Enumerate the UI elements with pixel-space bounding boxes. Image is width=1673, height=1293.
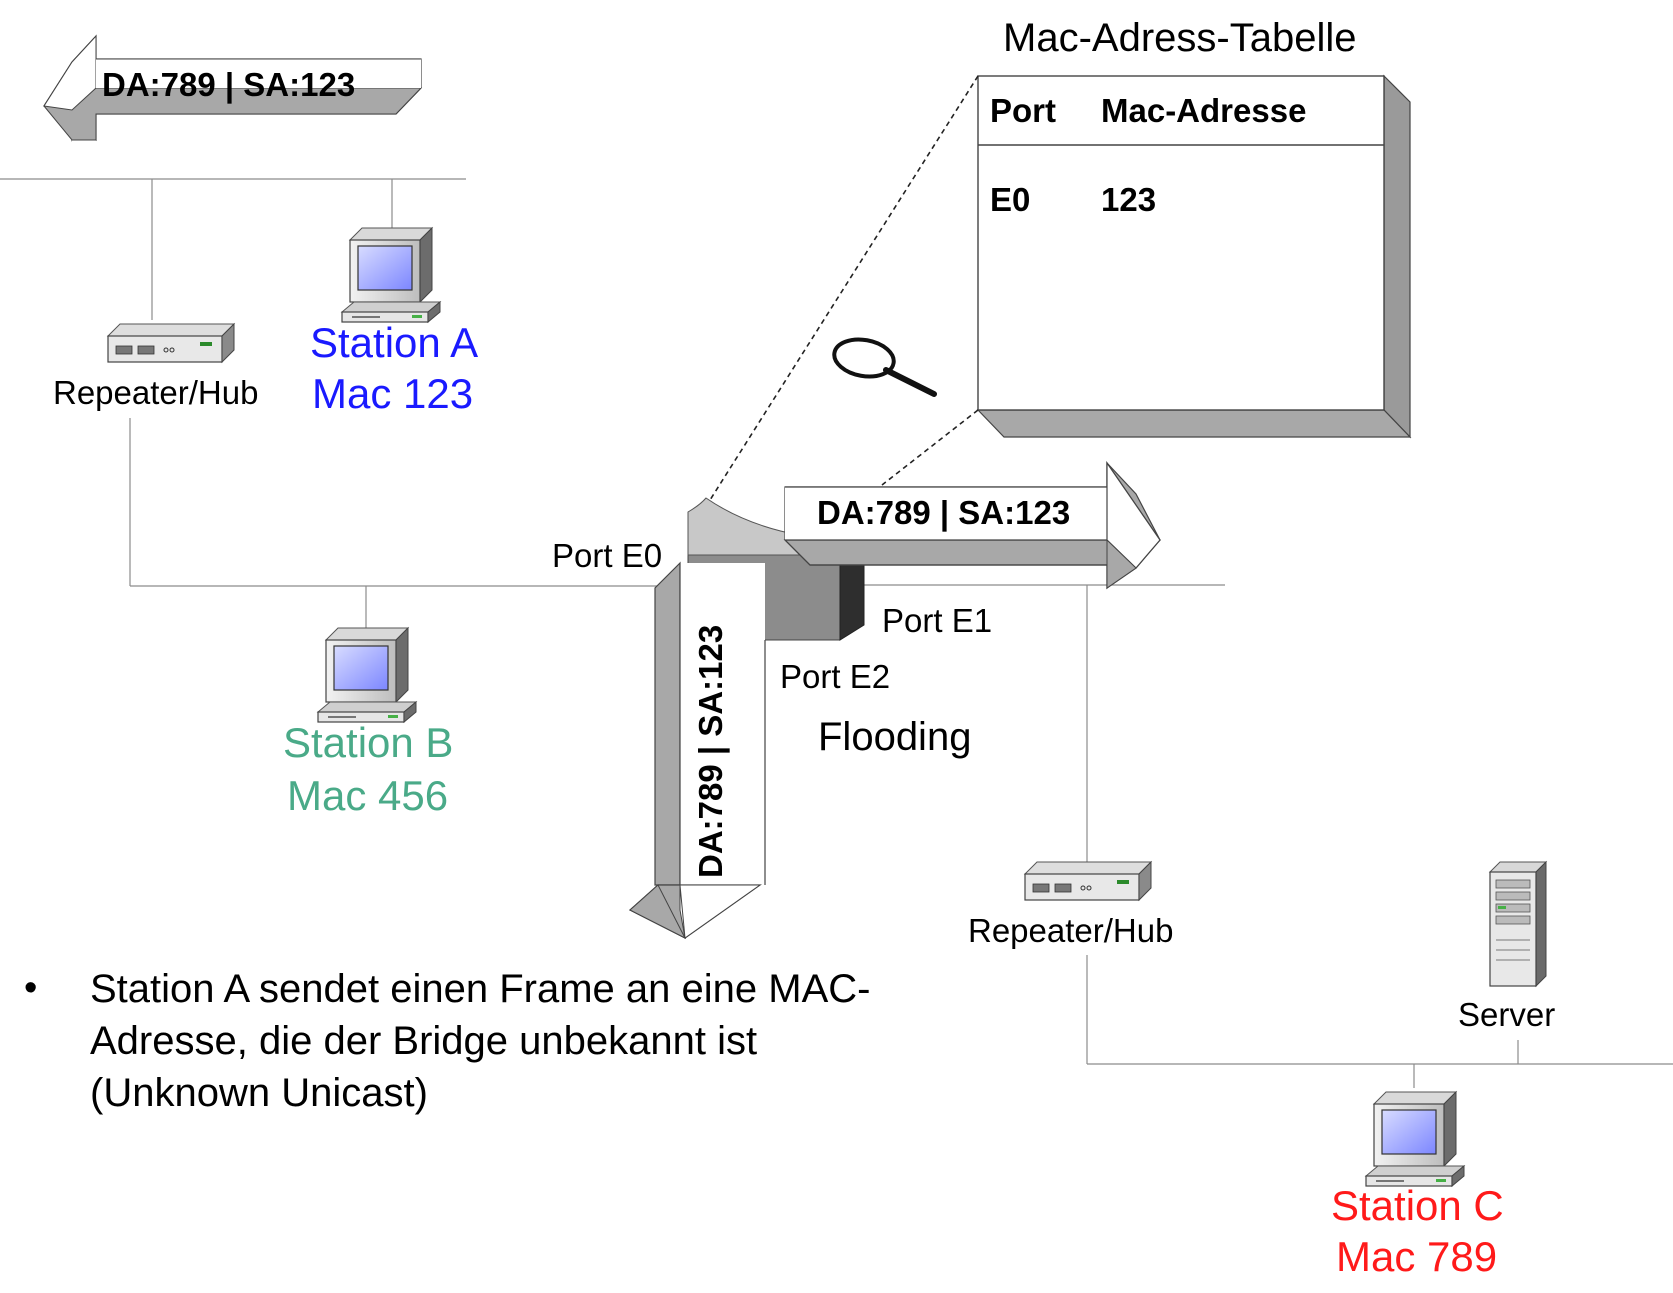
station-b-name: Station B bbox=[283, 719, 453, 766]
frame-arrow-down: DA:789 | SA:123 bbox=[628, 561, 766, 940]
port-e0-label: Port E0 bbox=[552, 537, 662, 574]
table-header-mac: Mac-Adresse bbox=[1101, 92, 1306, 129]
frame-arrow-right: DA:789 | SA:123 bbox=[783, 461, 1161, 590]
hub-bottom-icon bbox=[1024, 861, 1152, 901]
server-icon bbox=[1488, 860, 1548, 988]
network-lines bbox=[0, 178, 1673, 1088]
bullet-line-3: (Unknown Unicast) bbox=[90, 1071, 428, 1115]
flooding-label: Flooding bbox=[818, 715, 971, 759]
hub-top-icon bbox=[107, 323, 235, 363]
frame-label-right: DA:789 | SA:123 bbox=[817, 494, 1070, 531]
station-c-mac: Mac 789 bbox=[1336, 1233, 1497, 1280]
station-a-pc-icon bbox=[341, 227, 441, 323]
station-a-name: Station A bbox=[310, 319, 478, 366]
frame-label-down: DA:789 | SA:123 bbox=[692, 625, 729, 878]
station-c-pc-icon bbox=[1365, 1091, 1465, 1187]
hub-bottom-label: Repeater/Hub bbox=[968, 912, 1173, 949]
hub-top-label: Repeater/Hub bbox=[53, 374, 258, 411]
magnifier-icon bbox=[832, 337, 937, 397]
table-row-mac: 123 bbox=[1101, 181, 1156, 218]
port-e1-label: Port E1 bbox=[882, 602, 992, 639]
station-b-pc-icon bbox=[317, 627, 417, 723]
bullet-point: • Station A sendet einen Frame an eine M… bbox=[24, 967, 870, 1115]
station-a-mac: Mac 123 bbox=[312, 370, 473, 417]
station-c-name: Station C bbox=[1331, 1182, 1504, 1229]
bullet-line-1: Station A sendet einen Frame an eine MAC… bbox=[90, 967, 870, 1011]
port-e2-label: Port E2 bbox=[780, 658, 890, 695]
bullet-line-2: Adresse, die der Bridge unbekannt ist bbox=[90, 1019, 757, 1063]
zoom-lines bbox=[709, 75, 979, 501]
frame-label-top: DA:789 | SA:123 bbox=[102, 66, 355, 103]
table-header-port: Port bbox=[990, 92, 1056, 129]
table-row-port: E0 bbox=[990, 181, 1030, 218]
station-b-mac: Mac 456 bbox=[287, 772, 448, 819]
server-label: Server bbox=[1458, 996, 1555, 1033]
frame-arrow-left: DA:789 | SA:123 bbox=[43, 34, 423, 142]
bullet-marker: • bbox=[24, 967, 37, 1009]
mac-address-table: Mac-Adress-Tabelle Port Mac-Adresse E0 1… bbox=[976, 16, 1412, 439]
table-title: Mac-Adress-Tabelle bbox=[1003, 16, 1356, 60]
